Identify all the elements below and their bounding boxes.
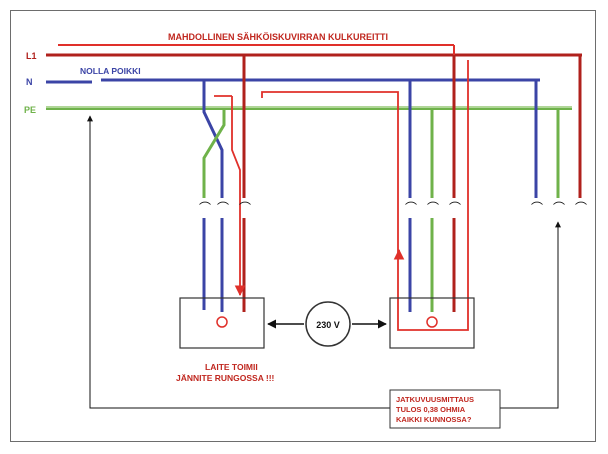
svg-text:⌒: ⌒ [449,201,461,215]
label-n: N [26,77,33,87]
device-note-line1: LAITE TOIMII [205,362,258,372]
measurement-box [389,389,501,429]
device-2-lamp-icon [426,316,438,328]
svg-text:⌒: ⌒ [217,201,229,215]
label-pe: PE [24,105,36,115]
measurement-line3: KAIKKI KUNNOSSA? [396,415,472,424]
label-l1: L1 [26,51,37,61]
neutral-bus [46,78,540,84]
svg-text:⌒: ⌒ [199,201,211,215]
svg-text:⌒: ⌒ [239,201,251,215]
outlet-3-wiring: ⌒ ⌒ ⌒ [531,55,587,215]
device-1-wiring: ⌒ ⌒ ⌒ [199,55,251,312]
diagram-frame [10,10,596,442]
svg-text:⌒: ⌒ [531,201,543,215]
device-1-box [179,297,265,349]
svg-text:⌒: ⌒ [427,201,439,215]
svg-text:⌒: ⌒ [405,201,417,215]
device-2-box [389,297,475,349]
measurement-line1: JATKUVUUSMITTAUS [396,395,474,404]
svg-text:⌒: ⌒ [575,201,587,215]
voltage-label: 230 V [316,320,340,330]
pe-bus [46,106,572,110]
device-2-wiring: ⌒ ⌒ ⌒ [261,55,469,331]
svg-text:⌒: ⌒ [553,201,565,215]
measurement-line2: TULOS 0,38 OHMIA [396,405,466,414]
device-note-line2: JÄNNITE RUNGOSSA !!! [176,373,275,383]
device-1-lamp-icon [216,316,228,328]
voltage-indicator [305,301,351,347]
current-path-label: MAHDOLLINEN SÄHKÖISKUVIRRAN KULKUREITTI [168,32,388,42]
neutral-break-label: NOLLA POIKKI [80,66,141,76]
